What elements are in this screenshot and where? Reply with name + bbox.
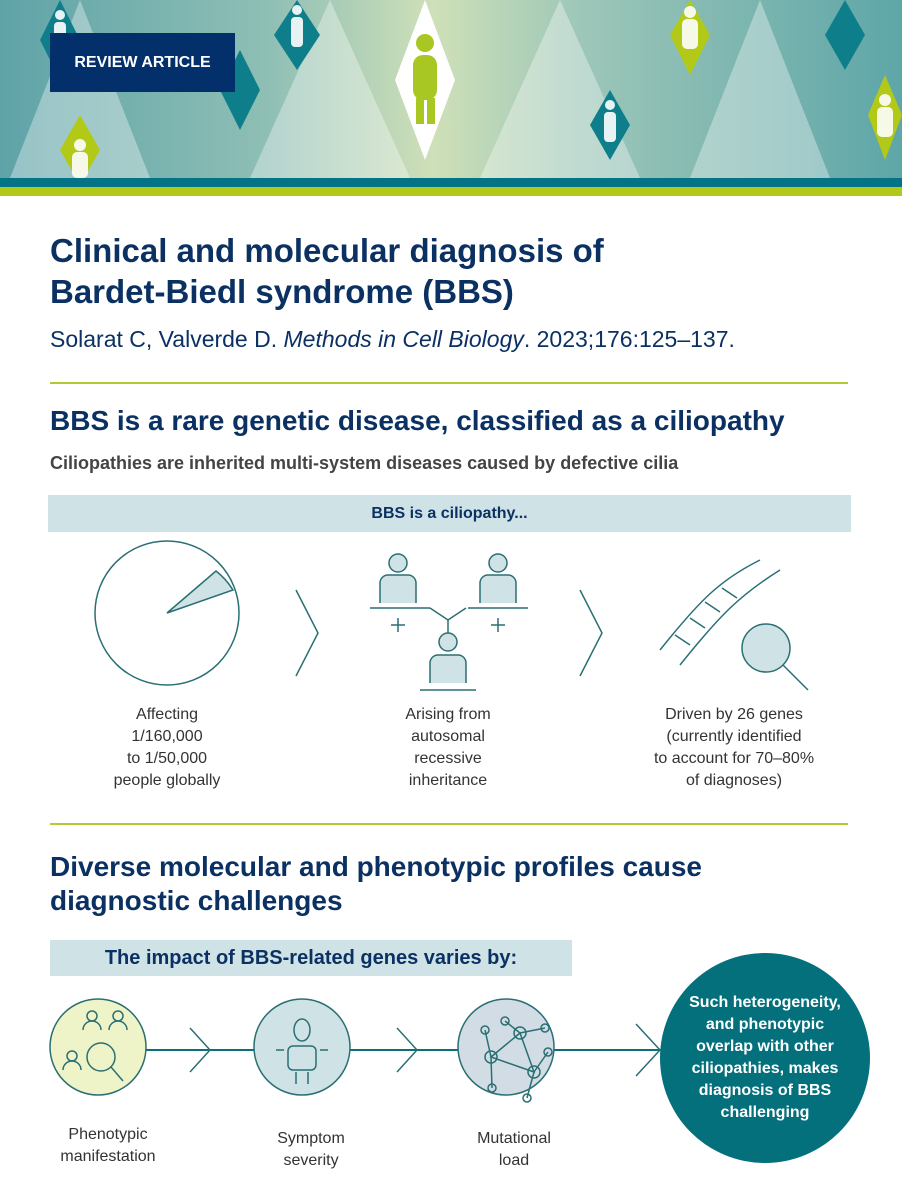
heading-line: Diverse molecular and phenotypic profile… [50,851,702,882]
people-diamonds-illustration [10,0,902,178]
factor-severity: Symptom severity [211,1128,411,1172]
caption-line: (currently identified [666,728,802,745]
header-green-stripe [0,187,902,196]
stat-genes: Driven by 26 genes (currently identified t… [624,704,844,792]
caption-line: to 1/50,000 [126,750,208,767]
title-line: Bardet-Biedl syndrome (BBS) [50,273,514,310]
caption-line: of diagnoses) [685,772,783,789]
inheritance-icon [370,553,528,691]
caption-line: autosomal [411,728,485,745]
caption-line: Driven by 26 genes [665,706,803,723]
caption-line: Mutational [477,1130,551,1147]
section1-icons [94,540,809,691]
chevron-right-icon [396,1027,419,1073]
dna-magnifier-icon [659,559,809,691]
caption-line: inheritance [408,772,488,789]
citation-details: . 2023;176:125–137. [523,326,735,352]
section2-band: The impact of BBS-related genes varies b… [50,940,572,976]
stat-prevalence: Affecting 1/160,000 to 1/50,000 people glob… [67,704,267,792]
chevron-right-icon [295,589,319,677]
caption-line: people globally [113,772,221,789]
review-article-badge: REVIEW ARTICLE [50,33,235,92]
factor-mutational-load: Mutational load [414,1128,614,1172]
citation: Solarat C, Valverde D. Methods in Cell B… [50,326,735,353]
section2-heading: Diverse molecular and phenotypic profile… [50,850,702,918]
chevron-right-icon [579,589,603,677]
caption-line: Affecting [136,706,198,723]
section1-band: BBS is a ciliopathy... [48,495,851,532]
divider [50,382,848,384]
caption-line: Arising from [405,706,491,723]
factor-phenotypic: Phenotypic manifestation [8,1124,208,1168]
caption-line: recessive [414,750,482,767]
citation-journal: Methods in Cell Biology [283,326,524,352]
title-line: Clinical and molecular diagnosis of [50,232,604,269]
people-search-icon [49,998,147,1096]
section2-flow [49,998,670,1103]
citation-authors: Solarat C, Valverde D. [50,326,284,352]
section1-heading: BBS is a rare genetic disease, classifie… [50,405,785,436]
article-title: Clinical and molecular diagnosis of Bard… [50,230,604,312]
heading-line: diagnostic challenges [50,885,343,916]
pie-chart-icon [94,540,240,686]
caption-line: severity [283,1152,339,1169]
caption-line: 1/160,000 [131,728,203,745]
caption-line: load [498,1152,530,1169]
caption-line: to account for 70–80% [653,750,815,767]
stat-inheritance: Arising from autosomal recessive inheritanc… [348,704,548,792]
caption-line: Symptom [277,1130,345,1147]
section1-subheading: Ciliopathies are inherited multi-system … [50,453,679,473]
symptom-person-icon [253,998,351,1096]
header-teal-stripe [0,178,902,187]
chevron-right-icon [189,1027,212,1073]
network-icon [457,998,555,1103]
divider [50,823,848,825]
header-banner-illustration [0,0,902,178]
caption-line: Phenotypic [68,1126,148,1143]
conclusion-circle: Such heterogeneity, and phenotypic overl… [660,953,870,1163]
caption-line: manifestation [60,1148,156,1165]
